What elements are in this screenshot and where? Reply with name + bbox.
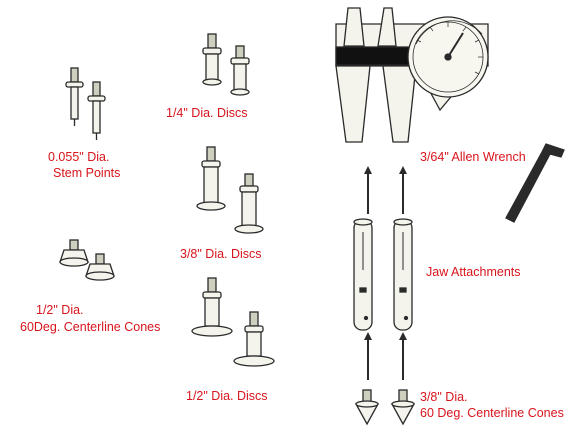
half-cones-label-line1: 1/2" Dia. [36,303,84,317]
disc-attachment-icon [202,33,222,86]
dial-caliper-icon [335,7,489,143]
allen-wrench-label: 3/64" Allen Wrench [420,150,526,164]
three-eighths-cones-label-line2: 60 Deg. Centerline Cones [420,406,564,420]
disc-attachment-icon [234,173,264,234]
three-eighths-discs-label: 3/8" Dia. Discs [180,247,262,261]
stem-point-icon [65,67,84,126]
stem-points-label-line1: 0.055" Dia. [48,150,110,164]
jaw-attachments-label: Jaw Attachments [426,265,521,279]
stem-points-label-line2: Stem Points [53,166,121,180]
three-eighths-cones-label-line1: 3/8" Dia. [420,390,468,404]
half-discs-label: 1/2" Dia. Discs [186,389,268,403]
stem-point-icon [87,81,106,140]
disc-attachment-icon [233,311,275,367]
jaw-attachment-icon [393,218,413,331]
quarter-discs-label: 1/4" Dia. Discs [166,106,248,120]
half-cones-label-line2: 60Deg. Centerline Cones [20,320,161,334]
disc-attachment-icon [196,146,226,211]
disc-attachment-icon [191,277,233,337]
jaw-attachment-icon [353,218,373,331]
disc-attachment-icon [230,45,250,96]
cone-attachment-icon [85,253,115,281]
cone-attachment-icon [390,389,416,426]
allen-wrench-icon [505,143,565,223]
cone-attachment-icon [59,239,89,267]
cone-attachment-icon [354,389,380,426]
